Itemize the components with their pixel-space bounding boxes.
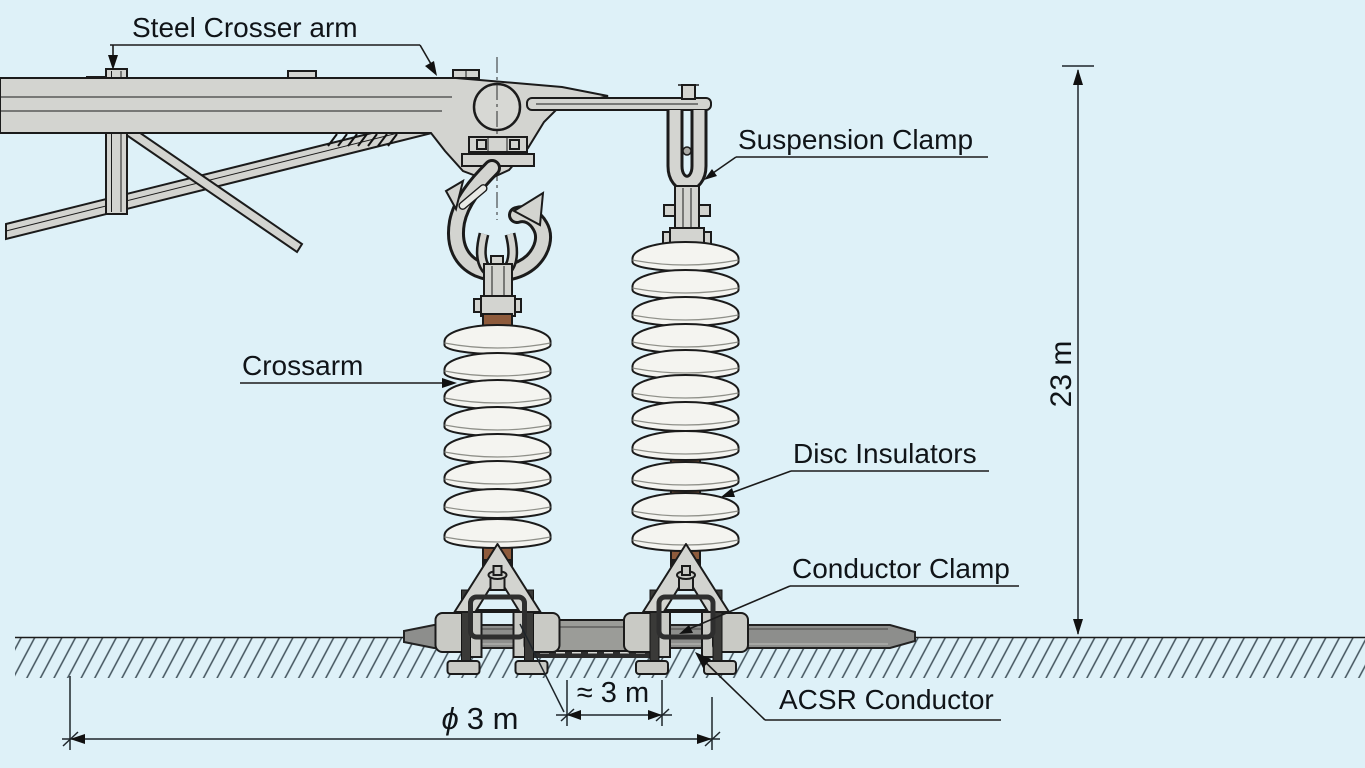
label-crossarm-text: Crossarm [242, 350, 363, 381]
steel-crossarm-structure [0, 57, 609, 254]
suspension-clamp-assembly [662, 110, 712, 251]
leader-arrow-icon [425, 61, 437, 76]
insulator-disc [631, 269, 740, 300]
shackle-hole [682, 146, 692, 156]
leader-arrow-icon [695, 652, 711, 668]
label-conductor-clamp-text: Conductor Clamp [792, 553, 1010, 584]
dimension-tower-height: 23 m [1045, 65, 1094, 635]
beam-tab [287, 70, 317, 79]
dimension-clamp-spacing: ≈ 3 m [519, 623, 672, 726]
label-disc-insulators-text: Disc Insulators [793, 438, 977, 469]
insulator-disc [443, 352, 552, 383]
insulator-disc [631, 461, 740, 492]
label-suspension-clamp-text: Suspension Clamp [738, 124, 973, 155]
clevis-fitting [674, 185, 700, 231]
hook-horn [444, 178, 465, 212]
insulator-disc [631, 492, 740, 523]
insulator-disc [443, 460, 552, 491]
leader-arrow-icon [704, 169, 717, 180]
ball-link [473, 232, 522, 317]
insulator-string-right [631, 241, 740, 577]
insulator-disc [631, 430, 740, 461]
arrow-up-icon [1073, 69, 1083, 85]
label-disc-insulators: Disc Insulators [721, 438, 989, 497]
label-acsr-conductor: ACSR Conductor [695, 652, 1001, 721]
insulator-disc [443, 433, 552, 464]
bolt-icon [681, 84, 696, 100]
leader-arrow-icon [442, 378, 457, 388]
hook-slot [458, 184, 488, 210]
insulator-disc [631, 374, 740, 405]
dimension-clamp-spacing-text: ≈ 3 m [577, 677, 649, 709]
insulator-disc [443, 488, 552, 519]
label-steel-crosser-arm-text: Steel Crosser arm [132, 12, 358, 43]
weld-hatch [327, 133, 398, 147]
leader-arrow-icon [679, 625, 693, 634]
insulator-disc [631, 241, 740, 272]
dimension-tower-height-text: 23 m [1045, 341, 1078, 408]
arrow-down-icon [1073, 619, 1083, 635]
label-steel-crosser-arm: Steel Crosser arm [108, 12, 437, 76]
leader-arrow-icon [721, 488, 735, 497]
leader-arrow-icon [108, 55, 118, 70]
insulator-disc [631, 401, 740, 432]
insulator-disc [631, 323, 740, 354]
insulator-disc [443, 324, 552, 355]
label-conductor-clamp: Conductor Clamp [679, 553, 1019, 634]
insulator-disc [631, 296, 740, 327]
insulator-disc [443, 379, 552, 410]
hook-tip [512, 191, 545, 227]
link-fitting [483, 263, 513, 299]
extension-link-bar [526, 84, 712, 111]
label-crossarm: Crossarm [240, 350, 457, 388]
label-suspension-clamp: Suspension Clamp [704, 124, 988, 180]
insulator-disc [443, 406, 552, 437]
label-acsr-conductor-text: ACSR Conductor [779, 684, 994, 715]
